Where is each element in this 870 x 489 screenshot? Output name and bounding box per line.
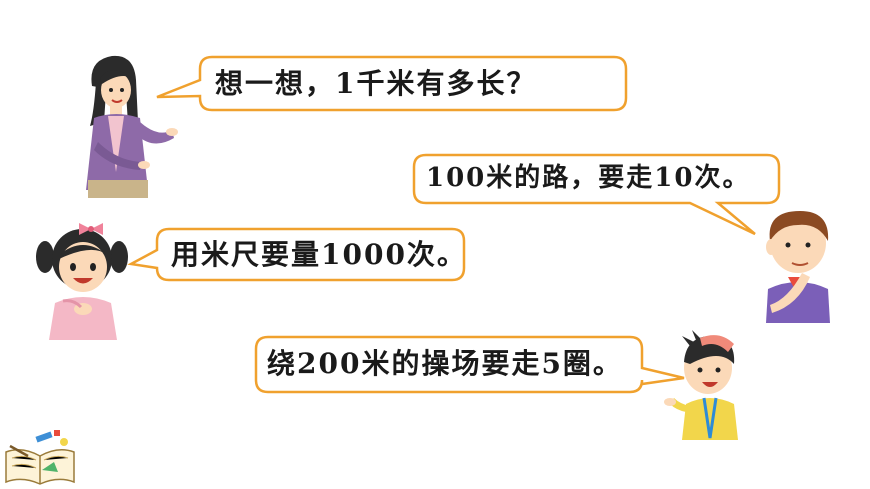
teacher-speech-bubble xyxy=(156,55,628,112)
teacher-illustration xyxy=(86,55,178,198)
girl-speech-bubble xyxy=(127,227,466,282)
boy-bottom-speech-text: 绕200米的操场要走5圈。 xyxy=(267,347,623,380)
boy-thinking-illustration xyxy=(766,211,830,323)
girl-illustration xyxy=(36,223,128,340)
boy-top-speech-text: 100米的路，要走10次。 xyxy=(426,163,751,193)
teacher-speech-text: 想一想，1千米有多长？ xyxy=(215,67,537,100)
boy-bottom-speech-bubble xyxy=(254,335,685,394)
book-logo-icon xyxy=(5,430,75,485)
boy-top-speech-bubble xyxy=(412,153,781,236)
girl-speech-text: 用米尺要量1000次。 xyxy=(171,238,467,271)
boy-cap-illustration xyxy=(664,330,738,440)
